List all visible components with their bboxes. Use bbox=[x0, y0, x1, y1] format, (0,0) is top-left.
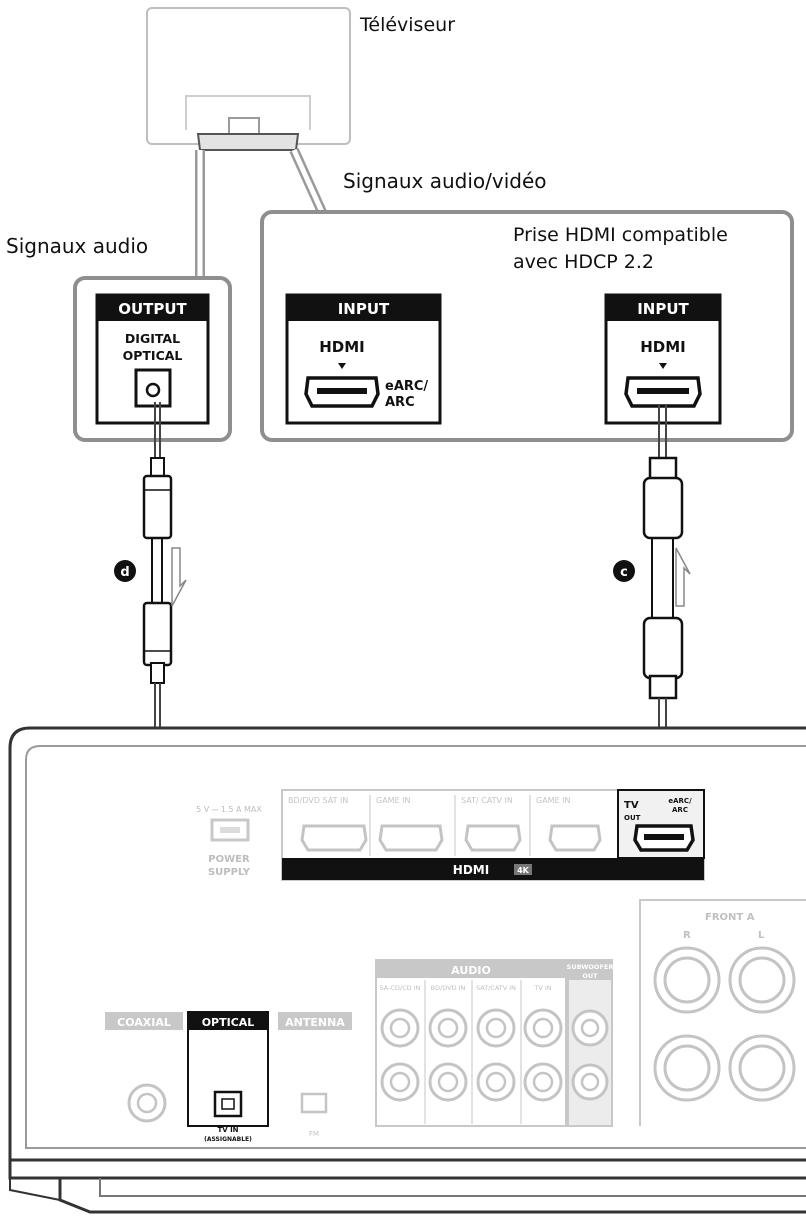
svg-text:L: L bbox=[758, 930, 765, 941]
svg-text:(ASSIGNABLE): (ASSIGNABLE) bbox=[204, 1136, 252, 1143]
earc-panel-hdmi: HDMI bbox=[319, 338, 365, 356]
earc-panel-header: INPUT bbox=[338, 300, 390, 318]
hdmi-panel-header: INPUT bbox=[637, 300, 689, 318]
receiver-hdmi-inputs: HDMI 4K BD/DVD SAT IN GAME IN SAT/ CATV … bbox=[281, 789, 705, 881]
hdmi-note-line2: avec HDCP 2.2 bbox=[513, 251, 654, 273]
svg-text:OUT: OUT bbox=[582, 972, 598, 980]
av-signals-label: Signaux audio/vidéo bbox=[343, 169, 547, 193]
optical-output-line1: DIGITAL bbox=[125, 331, 180, 346]
svg-text:FM: FM bbox=[309, 1130, 319, 1138]
svg-text:eARC/: eARC/ bbox=[668, 797, 692, 805]
svg-text:5 V ⎓ 1.5 A MAX: 5 V ⎓ 1.5 A MAX bbox=[196, 805, 262, 814]
svg-text:OPTICAL: OPTICAL bbox=[202, 1016, 255, 1029]
svg-text:SAT/ CATV IN: SAT/ CATV IN bbox=[461, 796, 513, 805]
receiver-subwoofer-out: SUBWOOFER OUT bbox=[567, 959, 614, 1127]
earc-line2: ARC bbox=[385, 395, 415, 410]
hdmi-cable bbox=[642, 404, 684, 830]
svg-text:COAXIAL: COAXIAL bbox=[117, 1016, 171, 1029]
tv-hdmi-panel: INPUT HDMI bbox=[604, 293, 722, 425]
svg-text:SAT/CATV IN: SAT/CATV IN bbox=[476, 984, 516, 992]
svg-text:ANTENNA: ANTENNA bbox=[285, 1016, 345, 1029]
receiver-coaxial: COAXIAL bbox=[105, 1012, 183, 1123]
hdmi-note-line1: Prise HDMI compatible bbox=[513, 224, 728, 246]
svg-text:AUDIO: AUDIO bbox=[451, 964, 491, 977]
earc-line1: eARC/ bbox=[385, 379, 428, 394]
svg-text:SA-CD/CD IN: SA-CD/CD IN bbox=[379, 984, 420, 992]
svg-text:SUBWOOFER: SUBWOOFER bbox=[567, 963, 614, 971]
svg-text:SUPPLY: SUPPLY bbox=[208, 867, 251, 878]
svg-text:BD/DVD IN: BD/DVD IN bbox=[431, 984, 466, 992]
optical-cable-marker: d bbox=[114, 560, 136, 582]
hdmi-bar-badge: 4K bbox=[517, 866, 530, 875]
svg-text:ARC: ARC bbox=[672, 806, 688, 814]
receiver-optical-tv-in: OPTICAL TV IN (ASSIGNABLE) bbox=[187, 1011, 269, 1143]
svg-text:GAME IN: GAME IN bbox=[376, 796, 411, 805]
hdmi-signal-arrow bbox=[675, 547, 691, 607]
svg-text:TV IN: TV IN bbox=[217, 1126, 238, 1134]
svg-text:OUT: OUT bbox=[624, 814, 641, 822]
svg-text:d: d bbox=[120, 565, 129, 580]
svg-text:c: c bbox=[620, 565, 628, 580]
tv-illustration bbox=[146, 7, 351, 151]
tv-label: Téléviseur bbox=[359, 14, 455, 36]
usb-power-supply: 5 V ⎓ 1.5 A MAX POWER SUPPLY bbox=[196, 805, 262, 878]
svg-text:BD/DVD SAT IN: BD/DVD SAT IN bbox=[288, 796, 348, 805]
optical-signal-arrow bbox=[171, 547, 187, 607]
front-speaker-terminals: FRONT A R L bbox=[639, 899, 806, 1126]
receiver-hdmi-tv-out: TV OUT eARC/ ARC bbox=[617, 789, 705, 859]
tv-optical-output-panel: OUTPUT DIGITAL OPTICAL bbox=[95, 293, 210, 425]
svg-text:TV IN: TV IN bbox=[533, 984, 551, 992]
hdmi-panel-label: HDMI bbox=[640, 338, 686, 356]
receiver-antenna: ANTENNA FM bbox=[278, 1012, 352, 1138]
svg-text:FRONT A: FRONT A bbox=[705, 912, 755, 923]
audio-signals-label: Signaux audio bbox=[6, 234, 148, 258]
tv-hdmi-earc-panel: INPUT HDMI eARC/ ARC bbox=[285, 293, 442, 425]
hdmi-cable-marker: c bbox=[613, 560, 635, 582]
hdmi-bar-label: HDMI bbox=[453, 863, 489, 877]
receiver-audio-inputs: AUDIO SA-CD/CD IN BD/DVD IN SAT/CATV IN … bbox=[375, 959, 567, 1127]
optical-output-header: OUTPUT bbox=[118, 300, 187, 318]
svg-text:GAME IN: GAME IN bbox=[536, 796, 571, 805]
svg-text:R: R bbox=[683, 930, 691, 941]
svg-text:TV: TV bbox=[624, 800, 639, 811]
svg-text:POWER: POWER bbox=[208, 854, 250, 865]
optical-output-line2: OPTICAL bbox=[123, 348, 183, 363]
